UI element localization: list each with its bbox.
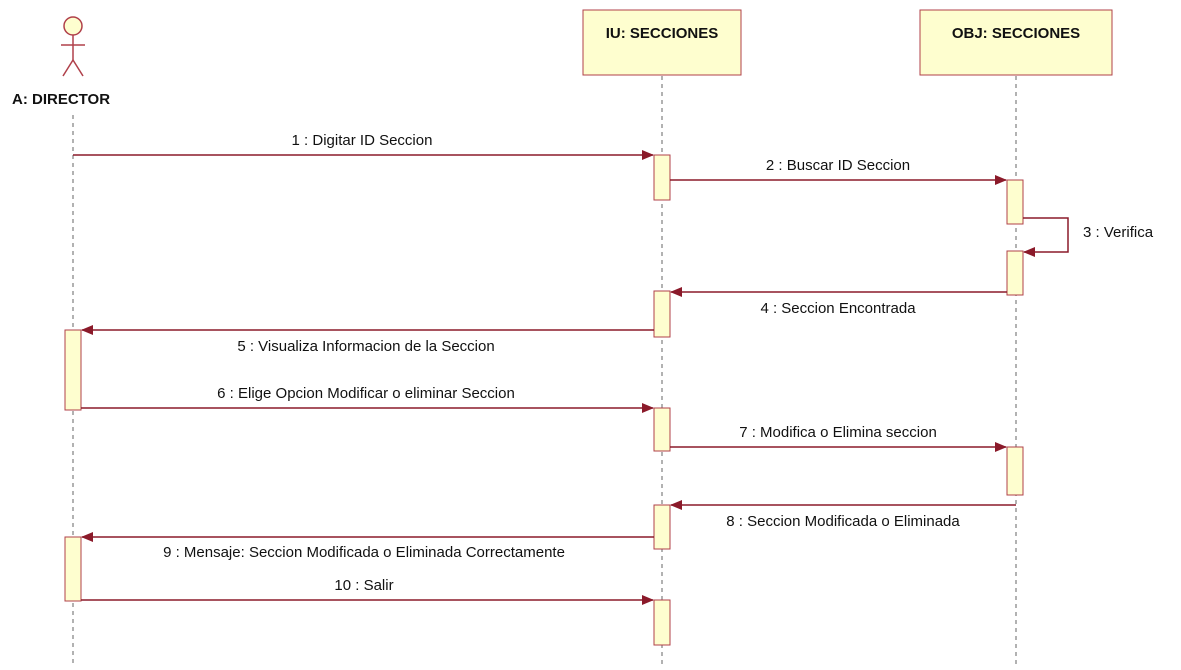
message-label-6: 6 : Elige Opcion Modificar o eliminar Se… — [217, 385, 515, 402]
lifeline-label-obj: OBJ: SECCIONES — [952, 25, 1080, 42]
message-label-2: 2 : Buscar ID Seccion — [766, 157, 910, 174]
activation-bar — [1006, 250, 1024, 296]
activation-bar — [653, 599, 671, 646]
actor-label: A: DIRECTOR — [12, 91, 110, 108]
message-label-4: 4 : Seccion Encontrada — [760, 300, 916, 317]
activation-bar — [653, 407, 671, 452]
activation-bar — [653, 504, 671, 550]
message-label-7: 7 : Modifica o Elimina seccion — [739, 424, 937, 441]
activation-bar — [653, 154, 671, 201]
activation-bar — [64, 329, 82, 411]
message-label-8: 8 : Seccion Modificada o Eliminada — [726, 513, 960, 530]
activation-bar — [653, 290, 671, 338]
activation-bar — [64, 536, 82, 602]
activation-bar — [1006, 179, 1024, 225]
message-label-1: 1 : Digitar ID Seccion — [292, 132, 433, 149]
message-label-3: 3 : Verifica — [1083, 224, 1154, 241]
lifeline-box-iu — [582, 9, 742, 76]
message-arrow-3 — [1023, 217, 1069, 257]
message-label-5: 5 : Visualiza Informacion de la Seccion — [237, 338, 494, 355]
stick-figure-icon — [61, 16, 85, 77]
message-label-10: 10 : Salir — [334, 577, 393, 594]
lifeline-label-iu: IU: SECCIONES — [606, 25, 719, 42]
message-label-9: 9 : Mensaje: Seccion Modificada o Elimin… — [163, 544, 565, 561]
lifeline-box-obj — [919, 9, 1113, 76]
activation-bar — [1006, 446, 1024, 496]
